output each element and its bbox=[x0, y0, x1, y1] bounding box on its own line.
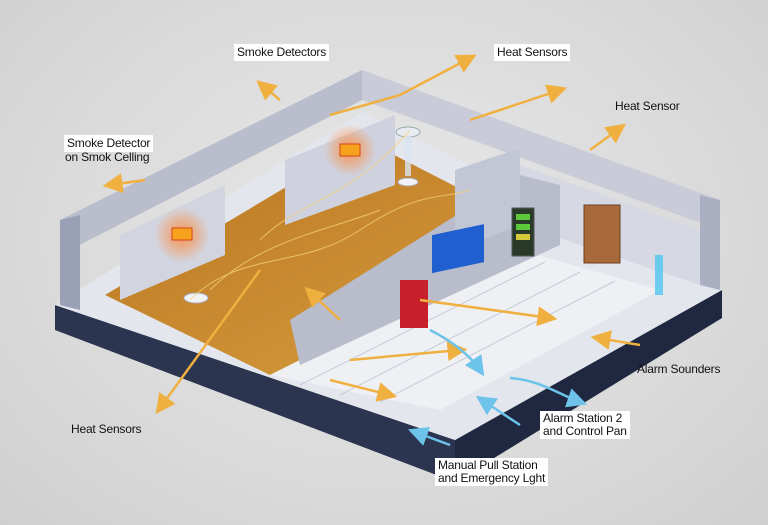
alarm-control-panel-icon bbox=[400, 280, 428, 328]
wall-back-left bbox=[60, 70, 362, 255]
label-alarm-sounders: Alarm Sounders bbox=[637, 362, 721, 376]
inner-wall-5 bbox=[455, 148, 520, 250]
label-manual-pull: Manual Pull Station and Emergency Lght bbox=[435, 458, 549, 486]
label-heat-sensor-right: Heat Sensor bbox=[615, 99, 680, 113]
label-heat-sensors-bottom: Heat Sensors bbox=[71, 422, 142, 436]
floor-orange bbox=[105, 140, 560, 375]
slab-right-face bbox=[455, 290, 722, 482]
wall-left-front bbox=[60, 215, 80, 310]
label-alarm-station-line2: and Control Pan bbox=[543, 424, 627, 438]
label-smoke-detector-ceiling-line1: Smoke Detector bbox=[64, 135, 154, 152]
label-smoke-detectors: Smoke Detectors bbox=[234, 44, 330, 61]
wall-back-right bbox=[362, 70, 720, 230]
label-manual-pull-line2: and Emergency Lght bbox=[438, 471, 546, 485]
label-alarm-station: Alarm Station 2 and Control Pan bbox=[540, 411, 630, 439]
label-smoke-detector-ceiling-line2: on Smok Celling bbox=[65, 150, 150, 164]
floor-white bbox=[270, 250, 660, 410]
label-alarm-station-line1: Alarm Station 2 bbox=[543, 411, 623, 425]
slab-left-face bbox=[55, 305, 455, 482]
wall-right-end bbox=[700, 195, 720, 290]
label-manual-pull-line1: Manual Pull Station bbox=[438, 458, 538, 472]
label-heat-sensors-top: Heat Sensors bbox=[494, 44, 571, 61]
